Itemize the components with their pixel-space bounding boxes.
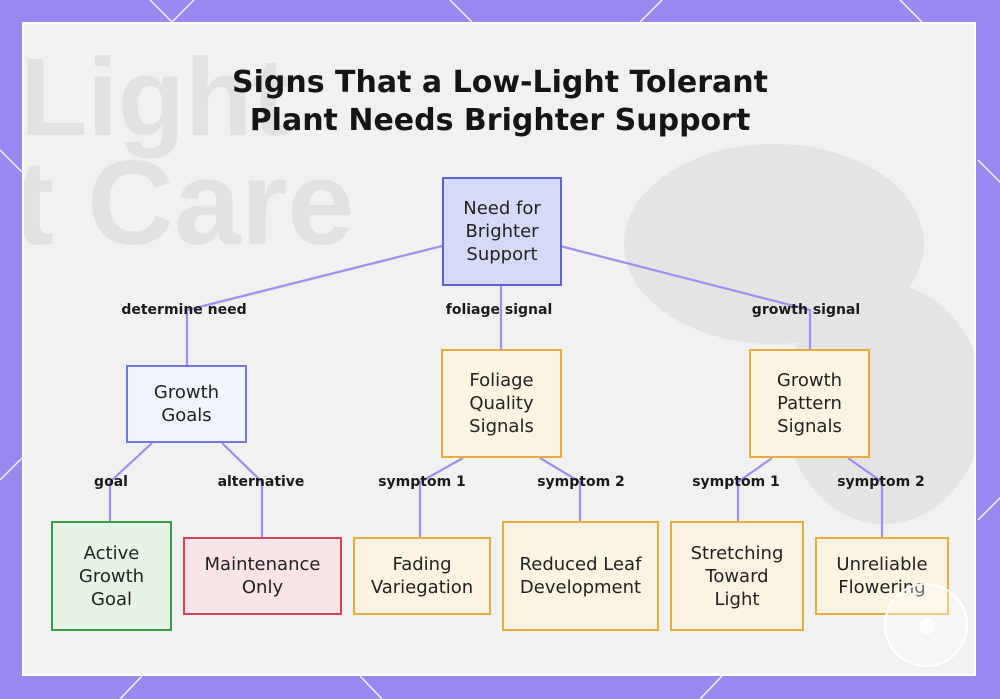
- node-stretching: Stretching Toward Light: [670, 521, 804, 631]
- node-foliage-signals: Foliage Quality Signals: [441, 349, 562, 458]
- title-line-2: Plant Needs Brighter Support: [249, 103, 751, 138]
- edge-growth-flowering: [847, 457, 884, 537]
- edge-label-alternative: alternative: [217, 474, 305, 490]
- title-line-1: Signs That a Low-Light Tolerant: [232, 65, 768, 100]
- node-active-goal: Active Growth Goal: [51, 521, 172, 631]
- node-growth-signals: Growth Pattern Signals: [749, 349, 870, 458]
- leaf-badge-icon: [884, 583, 968, 667]
- edge-label-growth-symptom-1: symptom 1: [692, 474, 780, 490]
- badge-dot: [919, 618, 935, 634]
- node-reduced-leaf: Reduced Leaf Development: [502, 521, 659, 631]
- edge-label-foliage-symptom-2: symptom 2: [537, 474, 625, 490]
- edge-label-determine-need: determine need: [121, 302, 247, 318]
- edge-root-growth-goals: [185, 244, 443, 365]
- edge-root-growth-pattern: [559, 244, 812, 349]
- edge-label-foliage-symptom-1: symptom 1: [378, 474, 466, 490]
- edge-label-goal: goal: [94, 474, 128, 490]
- edge-foliage-fading: [418, 457, 464, 537]
- edge-goals-active: [108, 442, 153, 521]
- edge-label-foliage-signal: foliage signal: [445, 302, 553, 318]
- node-root: Need for Brighter Support: [442, 177, 562, 286]
- edge-label-growth-signal: growth signal: [751, 302, 861, 318]
- edge-foliage-reduced: [539, 457, 582, 521]
- background-text-1: Light: [22, 36, 289, 159]
- edge-label-growth-symptom-2: symptom 2: [837, 474, 925, 490]
- node-maintenance: Maintenance Only: [183, 537, 342, 615]
- node-fading-variegation: Fading Variegation: [353, 537, 491, 615]
- diagram-title: Signs That a Low-Light Tolerant Plant Ne…: [200, 64, 800, 140]
- edge-goals-maintenance: [221, 442, 264, 537]
- edge-growth-stretching: [736, 457, 773, 521]
- background-text-2: t Care: [22, 136, 355, 270]
- node-growth-goals: Growth Goals: [126, 365, 247, 443]
